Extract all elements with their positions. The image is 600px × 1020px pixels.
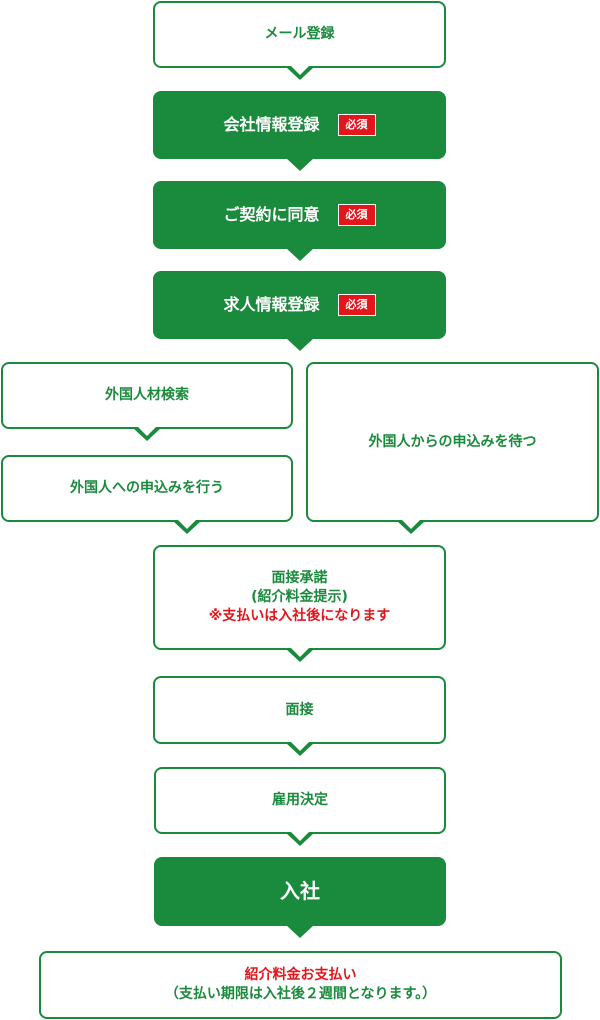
arrow-8 bbox=[286, 646, 314, 662]
step-wait-for-application-label: 外国人からの申込みを待つ bbox=[368, 433, 537, 450]
required-badge: 必須 bbox=[337, 294, 376, 316]
step-email-registration: メール登録 bbox=[153, 1, 446, 68]
step-contract-agreement: ご契約に同意 必須 bbox=[153, 181, 446, 249]
step-interview: 面接 bbox=[153, 676, 446, 744]
step-joining: 入社 bbox=[154, 857, 446, 926]
arrow-10 bbox=[286, 830, 314, 846]
step-apply-to-foreigner-label: 外国人への申込みを行う bbox=[70, 480, 224, 497]
step-employment-decision: 雇用決定 bbox=[154, 767, 446, 834]
arrow-2 bbox=[286, 158, 314, 171]
interview-acceptance-note: ※支払いは入社後になります bbox=[208, 607, 391, 624]
step-search-foreign-talent: 外国人材検索 bbox=[1, 362, 293, 429]
fee-payment-note: （支払い期限は入社後２週間となります。） bbox=[164, 986, 437, 1002]
arrow-4 bbox=[286, 338, 314, 351]
step-contract-agreement-label: ご契約に同意 bbox=[223, 205, 320, 225]
interview-acceptance-line1: 面接承諾 bbox=[271, 570, 328, 587]
arrow-9 bbox=[286, 740, 314, 756]
arrow-5 bbox=[133, 425, 161, 441]
arrow-6 bbox=[173, 518, 201, 534]
step-wait-for-application: 外国人からの申込みを待つ bbox=[306, 362, 599, 522]
arrow-1 bbox=[286, 64, 314, 80]
step-job-info-label: 求人情報登録 bbox=[223, 295, 320, 315]
step-employment-decision-label: 雇用決定 bbox=[272, 792, 328, 809]
step-joining-label: 入社 bbox=[280, 879, 320, 903]
fee-payment-title: 紹介料金お支払い bbox=[244, 967, 357, 984]
step-job-info-registration: 求人情報登録 必須 bbox=[153, 271, 446, 339]
step-interview-acceptance: 面接承諾 (紹介料金提示) ※支払いは入社後になります bbox=[153, 545, 446, 650]
arrow-3 bbox=[286, 248, 314, 261]
step-search-foreign-talent-label: 外国人材検索 bbox=[105, 387, 189, 404]
required-badge: 必須 bbox=[337, 114, 376, 136]
step-company-info-label: 会社情報登録 bbox=[223, 115, 320, 135]
arrow-7 bbox=[397, 518, 425, 534]
interview-acceptance-line2: (紹介料金提示) bbox=[251, 589, 348, 606]
step-company-info-registration: 会社情報登録 必須 bbox=[153, 91, 446, 159]
step-email-registration-label: メール登録 bbox=[264, 26, 335, 43]
step-interview-label: 面接 bbox=[285, 701, 314, 718]
step-fee-payment: 紹介料金お支払い （支払い期限は入社後２週間となります。） bbox=[39, 951, 562, 1019]
arrow-11 bbox=[286, 925, 314, 938]
required-badge: 必須 bbox=[337, 204, 376, 226]
step-apply-to-foreigner: 外国人への申込みを行う bbox=[1, 455, 293, 522]
